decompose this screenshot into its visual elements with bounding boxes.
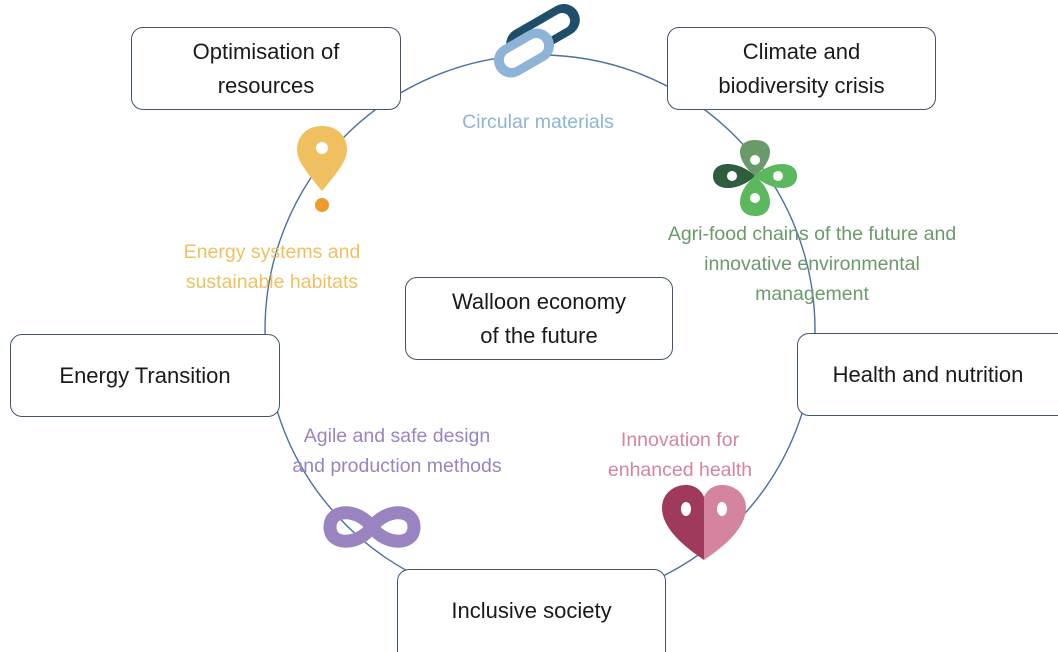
infinity-icon [323,506,421,548]
agile-design-label: Agile and safe design and production met… [292,425,502,477]
inclusive-box: Inclusive society [397,569,666,652]
heart-icon [662,485,746,560]
energy-transition-box: Energy Transition [10,334,280,417]
inclusive-label: Inclusive society [451,598,612,623]
climate-box: Climate and biodiversity crisis [667,27,936,110]
location-pin-icon [297,126,347,212]
capsule-icon [494,4,580,78]
circular-materials-label: Circular materials [462,111,614,133]
center-box: Walloon economy of the future [405,277,673,360]
energy-transition-label: Energy Transition [59,362,231,388]
health-box: Health and nutrition [797,333,1058,416]
climate-label: Climate and biodiversity crisis [718,38,885,98]
optimisation-box: Optimisation of resources [131,27,401,110]
health-label: Health and nutrition [832,361,1024,387]
center-label: Walloon economy of the future [451,288,627,348]
agrifood-label: Agri-food chains of the future and innov… [667,223,957,305]
clover-icon [713,140,797,216]
health-innovation-label: Innovation for enhanced health [607,429,753,481]
optimisation-label: Optimisation of resources [192,38,340,98]
energy-systems-label: Energy systems and sustainable habitats [183,241,361,293]
